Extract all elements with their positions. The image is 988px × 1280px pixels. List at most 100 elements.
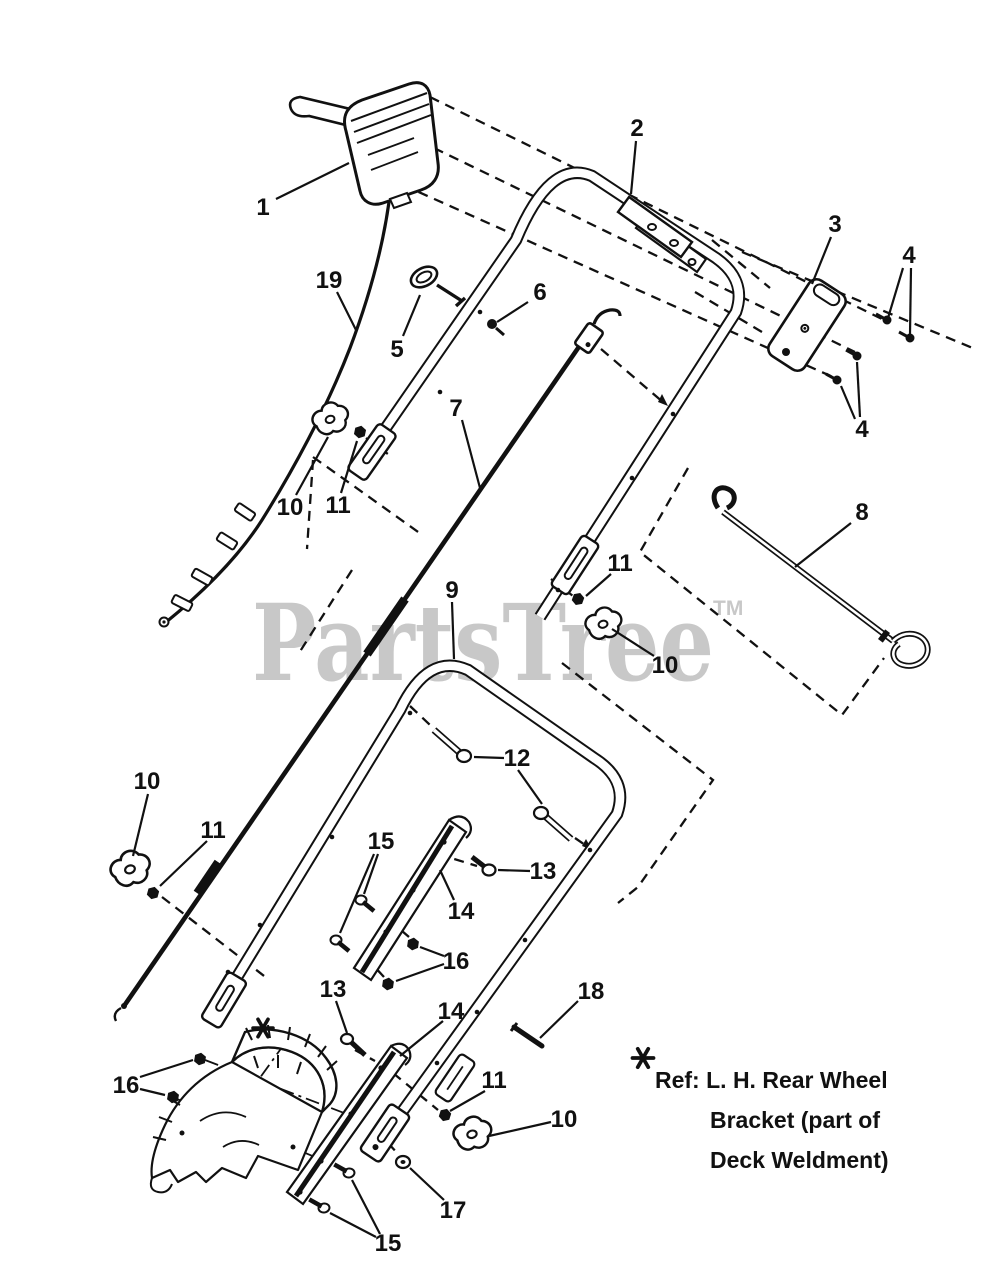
callout-11: 11 — [449, 1067, 507, 1112]
rear-wheel-bracket — [149, 1024, 338, 1194]
mount-bar-upper — [352, 815, 473, 982]
callout-17: 17 — [409, 1167, 467, 1224]
callout-10: 10 — [277, 436, 329, 521]
callout-label: 1 — [256, 194, 269, 221]
watermark-tm: TM — [713, 597, 743, 620]
leader-line — [810, 236, 833, 285]
leader-line — [334, 1000, 349, 1034]
callout-11: 11 — [585, 550, 633, 597]
leader-line — [336, 291, 357, 331]
callout-label: 5 — [390, 336, 403, 363]
leader-line — [439, 869, 455, 901]
callout-10: 10 — [131, 768, 160, 857]
callout-label: 15 — [375, 1230, 402, 1257]
leader-line — [275, 162, 350, 200]
callout-5: 5 — [390, 294, 422, 363]
reference-note: Ref: L. H. Rear Wheel Bracket (part of D… — [655, 1067, 889, 1173]
callout-11: 11 — [159, 817, 226, 887]
callout-11: 11 — [325, 440, 359, 519]
cable-7 — [113, 308, 622, 1022]
leader-line — [611, 628, 655, 657]
leader-line — [794, 522, 852, 568]
leader-line — [488, 1120, 552, 1138]
leader-line — [908, 267, 913, 335]
leader-line — [295, 436, 329, 496]
leader-line — [517, 769, 543, 805]
callout-label: 16 — [443, 948, 470, 975]
note-line-2: Bracket (part of — [710, 1107, 880, 1133]
leader-line — [855, 361, 862, 418]
callout-6: 6 — [496, 279, 547, 323]
callout-label: 11 — [481, 1067, 506, 1094]
handle-mount-plate — [616, 195, 708, 274]
leader-line — [401, 294, 422, 337]
leader-line — [351, 1179, 381, 1235]
leader-line — [409, 1167, 445, 1201]
callout-label: 10 — [551, 1106, 578, 1133]
pin-18 — [509, 1022, 545, 1049]
leader-line — [339, 440, 359, 494]
bolt-12 — [431, 727, 473, 764]
leader-line — [159, 840, 208, 887]
tube-dots — [225, 309, 676, 1066]
callout-label: 8 — [855, 499, 868, 526]
callout-label: 18 — [578, 978, 605, 1005]
callout-14: 14 — [399, 998, 465, 1057]
callout-16: 16 — [113, 1058, 194, 1099]
callout-13: 13 — [497, 858, 557, 885]
bolt-6 — [487, 319, 505, 337]
callout-label: 3 — [828, 211, 841, 238]
callout-1: 1 — [256, 162, 350, 221]
callout-label: 12 — [504, 745, 531, 772]
callout-19: 19 — [316, 267, 357, 331]
callout-label: 14 — [438, 998, 465, 1025]
leader-line — [449, 1090, 486, 1112]
leader-line — [539, 1000, 579, 1039]
callout-label: 10 — [277, 494, 304, 521]
leader-line — [585, 573, 612, 597]
callout-label: 15 — [368, 828, 395, 855]
callout-4: 4 — [839, 361, 869, 443]
callout-7: 7 — [449, 395, 482, 489]
bracket-3 — [767, 277, 847, 373]
leader-line — [395, 962, 445, 983]
note-line-1: Ref: L. H. Rear Wheel — [655, 1067, 888, 1093]
note-line-3: Deck Weldment) — [710, 1147, 889, 1173]
callout-12: 12 — [473, 745, 543, 805]
leader-line — [139, 1087, 166, 1097]
leader-line — [629, 140, 638, 195]
callout-label: 7 — [449, 395, 462, 422]
leader-line — [839, 385, 857, 420]
upper-handle — [352, 166, 746, 621]
callout-3: 3 — [810, 211, 842, 285]
callout-8: 8 — [794, 499, 869, 568]
callout-13: 13 — [320, 976, 349, 1034]
callout-label: 11 — [200, 817, 225, 844]
callout-14: 14 — [439, 869, 475, 925]
leader-line — [131, 793, 150, 857]
callout-label: 16 — [113, 1072, 140, 1099]
leader-line — [450, 601, 456, 660]
callout-16: 16 — [395, 945, 470, 983]
leader-line — [399, 1020, 444, 1057]
callout-label: 13 — [320, 976, 347, 1003]
callout-label: 2 — [630, 115, 643, 142]
nut-17 — [394, 1154, 412, 1170]
leader-line — [329, 1212, 377, 1238]
control-assembly — [288, 81, 440, 210]
screw-13 — [470, 855, 497, 877]
callout-label: 17 — [440, 1197, 467, 1224]
callout-15: 15 — [329, 1179, 402, 1257]
callout-label: 9 — [445, 577, 458, 604]
callout-label: 19 — [316, 267, 343, 294]
callout-label: 13 — [530, 858, 557, 885]
leader-line — [419, 945, 445, 958]
screw-13 — [339, 1032, 367, 1057]
callout-label: 11 — [607, 550, 632, 577]
rod-8 — [711, 485, 931, 669]
screws-4 — [825, 312, 915, 385]
cable-19 — [158, 201, 391, 628]
